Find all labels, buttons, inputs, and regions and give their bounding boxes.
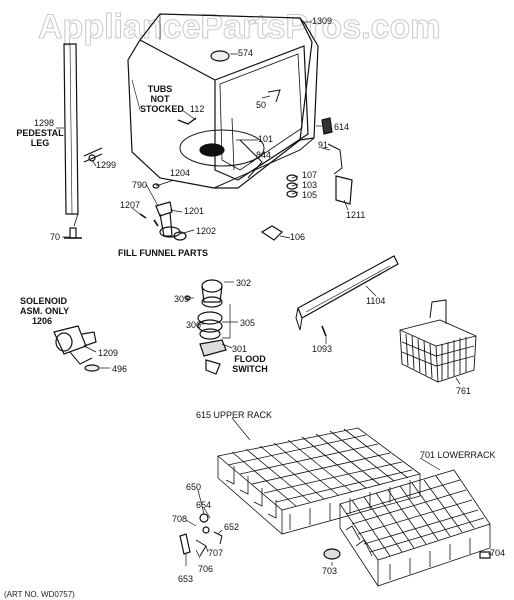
label-496: 496 xyxy=(112,364,128,374)
label-650: 650 xyxy=(186,482,202,492)
label-1093: 1093 xyxy=(312,344,333,354)
label-653: 653 xyxy=(178,574,194,584)
label-1104: 1104 xyxy=(366,296,386,306)
label-flood-line-2: SWITCH xyxy=(232,364,268,374)
pedestal-leg xyxy=(63,43,103,239)
label-lower-rack: 701 LOWERRACK xyxy=(420,450,496,460)
label-solenoid-assembly: SOLENOID ASM. ONLY 1206 xyxy=(20,296,70,326)
label-574: 574 xyxy=(238,48,254,58)
fill-funnel xyxy=(139,183,187,241)
label-652: 652 xyxy=(224,522,240,532)
label-1299: 1299 xyxy=(96,160,117,170)
label-fill-funnel-parts: FILL FUNNEL PARTS xyxy=(118,248,208,258)
label-50: 50 xyxy=(256,100,267,110)
label-1202: 1202 xyxy=(196,226,217,236)
label-70: 70 xyxy=(50,232,61,242)
bracket-1104 xyxy=(295,255,399,337)
label-703: 703 xyxy=(322,566,338,576)
label-101: 101 xyxy=(258,134,274,144)
label-1298: 1298 xyxy=(34,118,55,128)
label-solenoid-line-3: 1206 xyxy=(31,316,53,326)
solenoid-valve xyxy=(53,325,100,372)
lower-rack xyxy=(339,469,491,587)
label-pedestal-line-1: PEDESTAL xyxy=(16,128,64,138)
label-pedestal-line-2: LEG xyxy=(30,138,50,148)
label-solenoid-line-2: ASM. ONLY xyxy=(20,306,70,316)
label-305: 305 xyxy=(240,318,256,328)
silverware-basket xyxy=(399,299,477,383)
label-solenoid-line-1: SOLENOID xyxy=(20,296,68,306)
tub-hardware xyxy=(260,117,353,241)
label-flood-line-1: FLOOD xyxy=(234,354,266,364)
label-1209: 1209 xyxy=(98,348,119,358)
label-107: 107 xyxy=(302,170,318,180)
label-707: 707 xyxy=(208,548,224,558)
rack-hardware xyxy=(179,513,491,560)
label-pedestal-leg: PEDESTAL LEG xyxy=(14,128,66,148)
label-tubs-not-stocked: TUBS NOT STOCKED xyxy=(140,84,184,114)
label-309: 309 xyxy=(174,294,190,304)
label-708: 708 xyxy=(172,514,188,524)
watermark: AppliancePartsPros.com xyxy=(37,8,441,47)
label-301: 301 xyxy=(232,344,248,354)
label-flood-switch: FLOOD SWITCH xyxy=(230,354,270,374)
label-1211: 1211 xyxy=(346,210,366,220)
label-706: 706 xyxy=(198,564,214,574)
label-306: 306 xyxy=(186,320,202,330)
tub xyxy=(127,13,319,189)
art-number: (ART NO. WD0757) xyxy=(4,590,75,599)
label-1309: 1309 xyxy=(312,16,333,26)
label-upper-rack: 615 UPPER RACK xyxy=(196,410,273,420)
label-761: 761 xyxy=(456,386,472,396)
label-1204: 1204 xyxy=(170,168,191,178)
label-790: 790 xyxy=(132,180,148,190)
leader-lines xyxy=(56,21,492,566)
label-1207: 1207 xyxy=(120,200,141,210)
label-654: 654 xyxy=(196,500,212,510)
label-106: 106 xyxy=(290,232,306,242)
flood-switch-assembly xyxy=(185,279,227,375)
label-tubs-line-3: STOCKED xyxy=(140,104,184,114)
label-704: 704 xyxy=(490,548,506,558)
label-1201: 1201 xyxy=(184,206,205,216)
label-103: 103 xyxy=(302,180,318,190)
label-tubs-line-1: TUBS xyxy=(147,84,173,94)
label-614: 614 xyxy=(334,122,350,132)
upper-rack xyxy=(217,427,421,535)
label-91: 91 xyxy=(318,140,329,150)
label-844: 844 xyxy=(256,150,272,160)
label-tubs-line-2: NOT xyxy=(150,94,170,104)
label-302: 302 xyxy=(236,278,252,288)
label-105: 105 xyxy=(302,190,318,200)
label-112: 112 xyxy=(190,104,205,114)
